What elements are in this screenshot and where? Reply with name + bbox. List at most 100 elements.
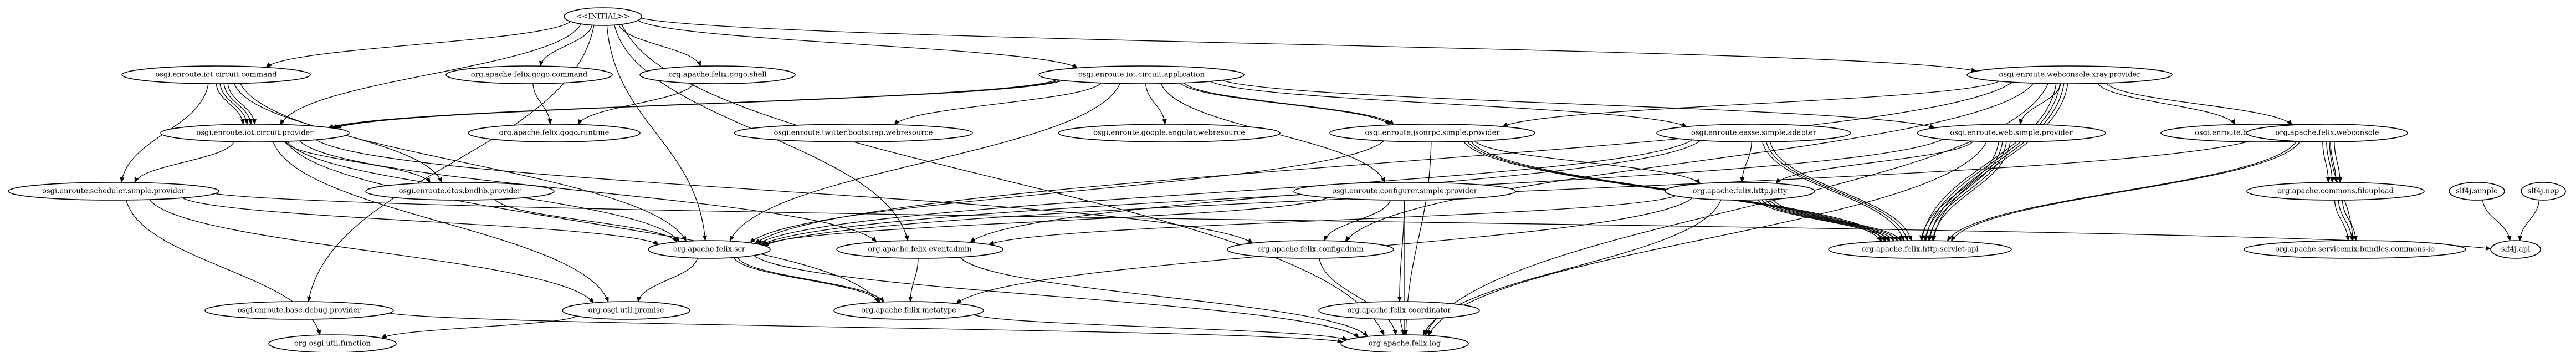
edge-webconsole_xray-to-felix_configadmin: [1345, 83, 2034, 242]
node-ellipse: [564, 7, 642, 26]
node-label: org.apache.felix.scr: [673, 246, 746, 254]
edge-felix_eventadmin-to-felix_log: [959, 257, 1368, 336]
node-label: org.apache.felix.http.jetty: [1693, 187, 1788, 196]
node-ellipse: [734, 124, 973, 142]
edge-slf4j_nop-to-slf4j_api: [2520, 200, 2540, 241]
edge-felix_scr-to-felix_log: [754, 255, 1359, 338]
edge-INITIAL-to-felix_scr: [606, 25, 705, 241]
node-label: osgi.enroute.jsonrpc.simple.provider: [1365, 129, 1500, 137]
edge-circuit_application-to-web_simple_provider: [1222, 80, 1934, 128]
node-slf4j-api: slf4j.api: [2490, 240, 2541, 259]
node-label: org.apache.felix.eventadmin: [868, 246, 972, 254]
node-jsonrpc-provider: osgi.enroute.jsonrpc.simple.provider: [1329, 124, 1535, 142]
edge-circuit_provider-to-felix_eventadmin: [299, 140, 877, 242]
edge-jsonrpc_provider-to-felix_scr: [750, 140, 1384, 243]
edge-circuit_command-to-circuit_provider: [219, 83, 247, 124]
edge-webconsole_xray-to-felix_servlet_api: [1933, 83, 2068, 241]
edges-layer: [121, 18, 2540, 342]
node-ellipse: [1828, 240, 2012, 259]
edge-circuit_application-to-google_angular: [1145, 83, 1165, 124]
node-label: osgi.enroute.twitter.bootstrap.webresour…: [774, 129, 933, 137]
node-label: osgi.enroute.configurer.simple.provider: [1332, 187, 1478, 196]
edge-circuit_application-to-easse_adapter: [1210, 81, 1687, 127]
edge-base_debug-to-felix_log: [388, 313, 1343, 342]
edge-easse_adapter-to-felix_http_jetty: [1742, 141, 1752, 182]
node-label: org.apache.felix.log: [1369, 340, 1441, 348]
node-label: slf4j.api: [2501, 246, 2530, 254]
node-label: osgi.enroute.google.angular.webresource: [1093, 129, 1245, 137]
node-ellipse: [365, 182, 555, 201]
edge-webconsole_xray-to-jsonrpc_provider: [1503, 81, 2000, 127]
node-label: org.apache.felix.http.servlet-api: [1862, 246, 1979, 254]
node-ellipse: [1058, 124, 1281, 142]
edge-webconsole_xray-to-felix_servlet_api: [1925, 83, 2061, 241]
edge-circuit_provider-to-felix_metatype: [285, 141, 879, 302]
node-felix-webconsole: org.apache.felix.webconsole: [2246, 124, 2408, 142]
node-label: osgi.enroute.web.simple.provider: [1950, 129, 2073, 137]
node-label: osgi.enroute.scheduler.simple.provider: [42, 187, 185, 196]
node-label: org.apache.felix.gogo.runtime: [499, 129, 610, 137]
edge-gogo_command-to-gogo_runtime: [532, 83, 550, 124]
node-dtos-bndlib: osgi.enroute.dtos.bndlib.provider: [365, 182, 555, 201]
node-gogo-runtime: org.apache.felix.gogo.runtime: [468, 124, 641, 142]
edge-felix_webconsole-to-commons_fileupload: [2334, 141, 2340, 182]
node-circuit-application: osgi.enroute.iot.circuit.application: [1038, 65, 1245, 84]
node-ellipse: [639, 65, 796, 84]
edge-web_simple_provider-to-felix_servlet_api: [1925, 141, 2003, 241]
edge-scheduler_provider-to-util_promise: [149, 199, 593, 303]
node-label: <<INITIAL>>: [576, 13, 629, 21]
edge-circuit_provider-to-felix_configadmin: [316, 139, 1252, 243]
edge-felix_metatype-to-felix_log: [974, 314, 1348, 340]
node-ellipse: [833, 301, 984, 320]
node-ellipse: [1227, 240, 1394, 259]
edge-felix_webconsole-to-commons_fileupload: [2326, 141, 2332, 182]
node-label: org.apache.felix.configadmin: [1257, 246, 1364, 254]
edge-INITIAL-to-circuit_application: [637, 20, 1077, 68]
edge-felix_http_jetty-to-felix_servlet_api: [1769, 199, 1898, 241]
node-ellipse: [1318, 301, 1480, 320]
edge-commons_fileupload-to-commons_io: [2342, 200, 2355, 241]
edge-web_simple_provider-to-felix_servlet_api: [1933, 141, 2011, 241]
node-felix-configadmin: org.apache.felix.configadmin: [1227, 240, 1394, 259]
edge-INITIAL-to-circuit_provider: [280, 23, 582, 124]
edge-INITIAL-to-webconsole_xray: [641, 18, 1976, 72]
node-ellipse: [836, 240, 1003, 259]
edge-felix_http_jetty-to-felix_servlet_api: [1761, 199, 1890, 241]
edge-felix_eventadmin-to-felix_metatype: [910, 258, 919, 302]
edge-circuit_application-to-twitter_bootstrap: [894, 83, 1102, 125]
node-label: org.osgi.util.promise: [588, 307, 664, 315]
node-ellipse: [1665, 182, 1815, 201]
edge-web_simple_provider-to-felix_servlet_api: [1929, 141, 2007, 241]
node-felix-eventadmin: org.apache.felix.eventadmin: [836, 240, 1003, 259]
node-ellipse: [1966, 65, 2173, 84]
node-commons-io: org.apache.servicemix.bundles.commons-io: [2244, 240, 2466, 259]
edge-web_simple_provider-to-felix_http_jetty: [1776, 141, 1974, 183]
node-google-angular: osgi.enroute.google.angular.webresource: [1058, 124, 1281, 142]
node-label: osgi.enroute.easse.simple.adapter: [1691, 129, 1817, 137]
node-felix-servlet-api: org.apache.felix.http.servlet-api: [1828, 240, 2012, 259]
edge-scheduler_provider-to-slf4j_api: [214, 193, 2491, 249]
edge-circuit_provider-to-dtos_bndlib: [284, 141, 431, 183]
edge-felix_scr-to-felix_metatype: [733, 257, 880, 302]
node-ellipse: [1917, 124, 2106, 142]
node-ellipse: [2490, 240, 2541, 259]
node-label: org.apache.felix.coordinator: [1347, 307, 1451, 315]
node-scheduler-provider: osgi.enroute.scheduler.simple.provider: [8, 182, 219, 201]
edge-circuit_application-to-jsonrpc_provider: [1184, 83, 1394, 125]
node-base-debug: osgi.enroute.base.debug.provider: [204, 301, 394, 320]
node-web-simple-provider: osgi.enroute.web.simple.provider: [1917, 124, 2106, 142]
edge-felix_webconsole-to-commons_fileupload: [2322, 141, 2328, 182]
node-configurer-provider: osgi.enroute.configurer.simple.provider: [1293, 182, 1516, 201]
edge-scheduler_provider-to-felix_scr: [182, 197, 659, 244]
edge-felix_http_jetty-to-felix_servlet_api: [1757, 199, 1886, 241]
edge-circuit_provider-to-scheduler_provider: [134, 141, 234, 183]
edge-felix_http_jetty-to-felix_servlet_api: [1765, 199, 1894, 241]
edge-circuit_application-to-circuit_provider: [336, 80, 1064, 128]
node-INITIAL: <<INITIAL>>: [564, 7, 642, 26]
edge-felix_scr-to-util_promise: [638, 258, 698, 302]
node-label: org.osgi.util.function: [294, 340, 371, 348]
nodes-layer: <<INITIAL>>osgi.enroute.iot.circuit.comm…: [8, 7, 2566, 352]
node-util-promise: org.osgi.util.promise: [562, 301, 690, 320]
node-ellipse: [2246, 124, 2408, 142]
